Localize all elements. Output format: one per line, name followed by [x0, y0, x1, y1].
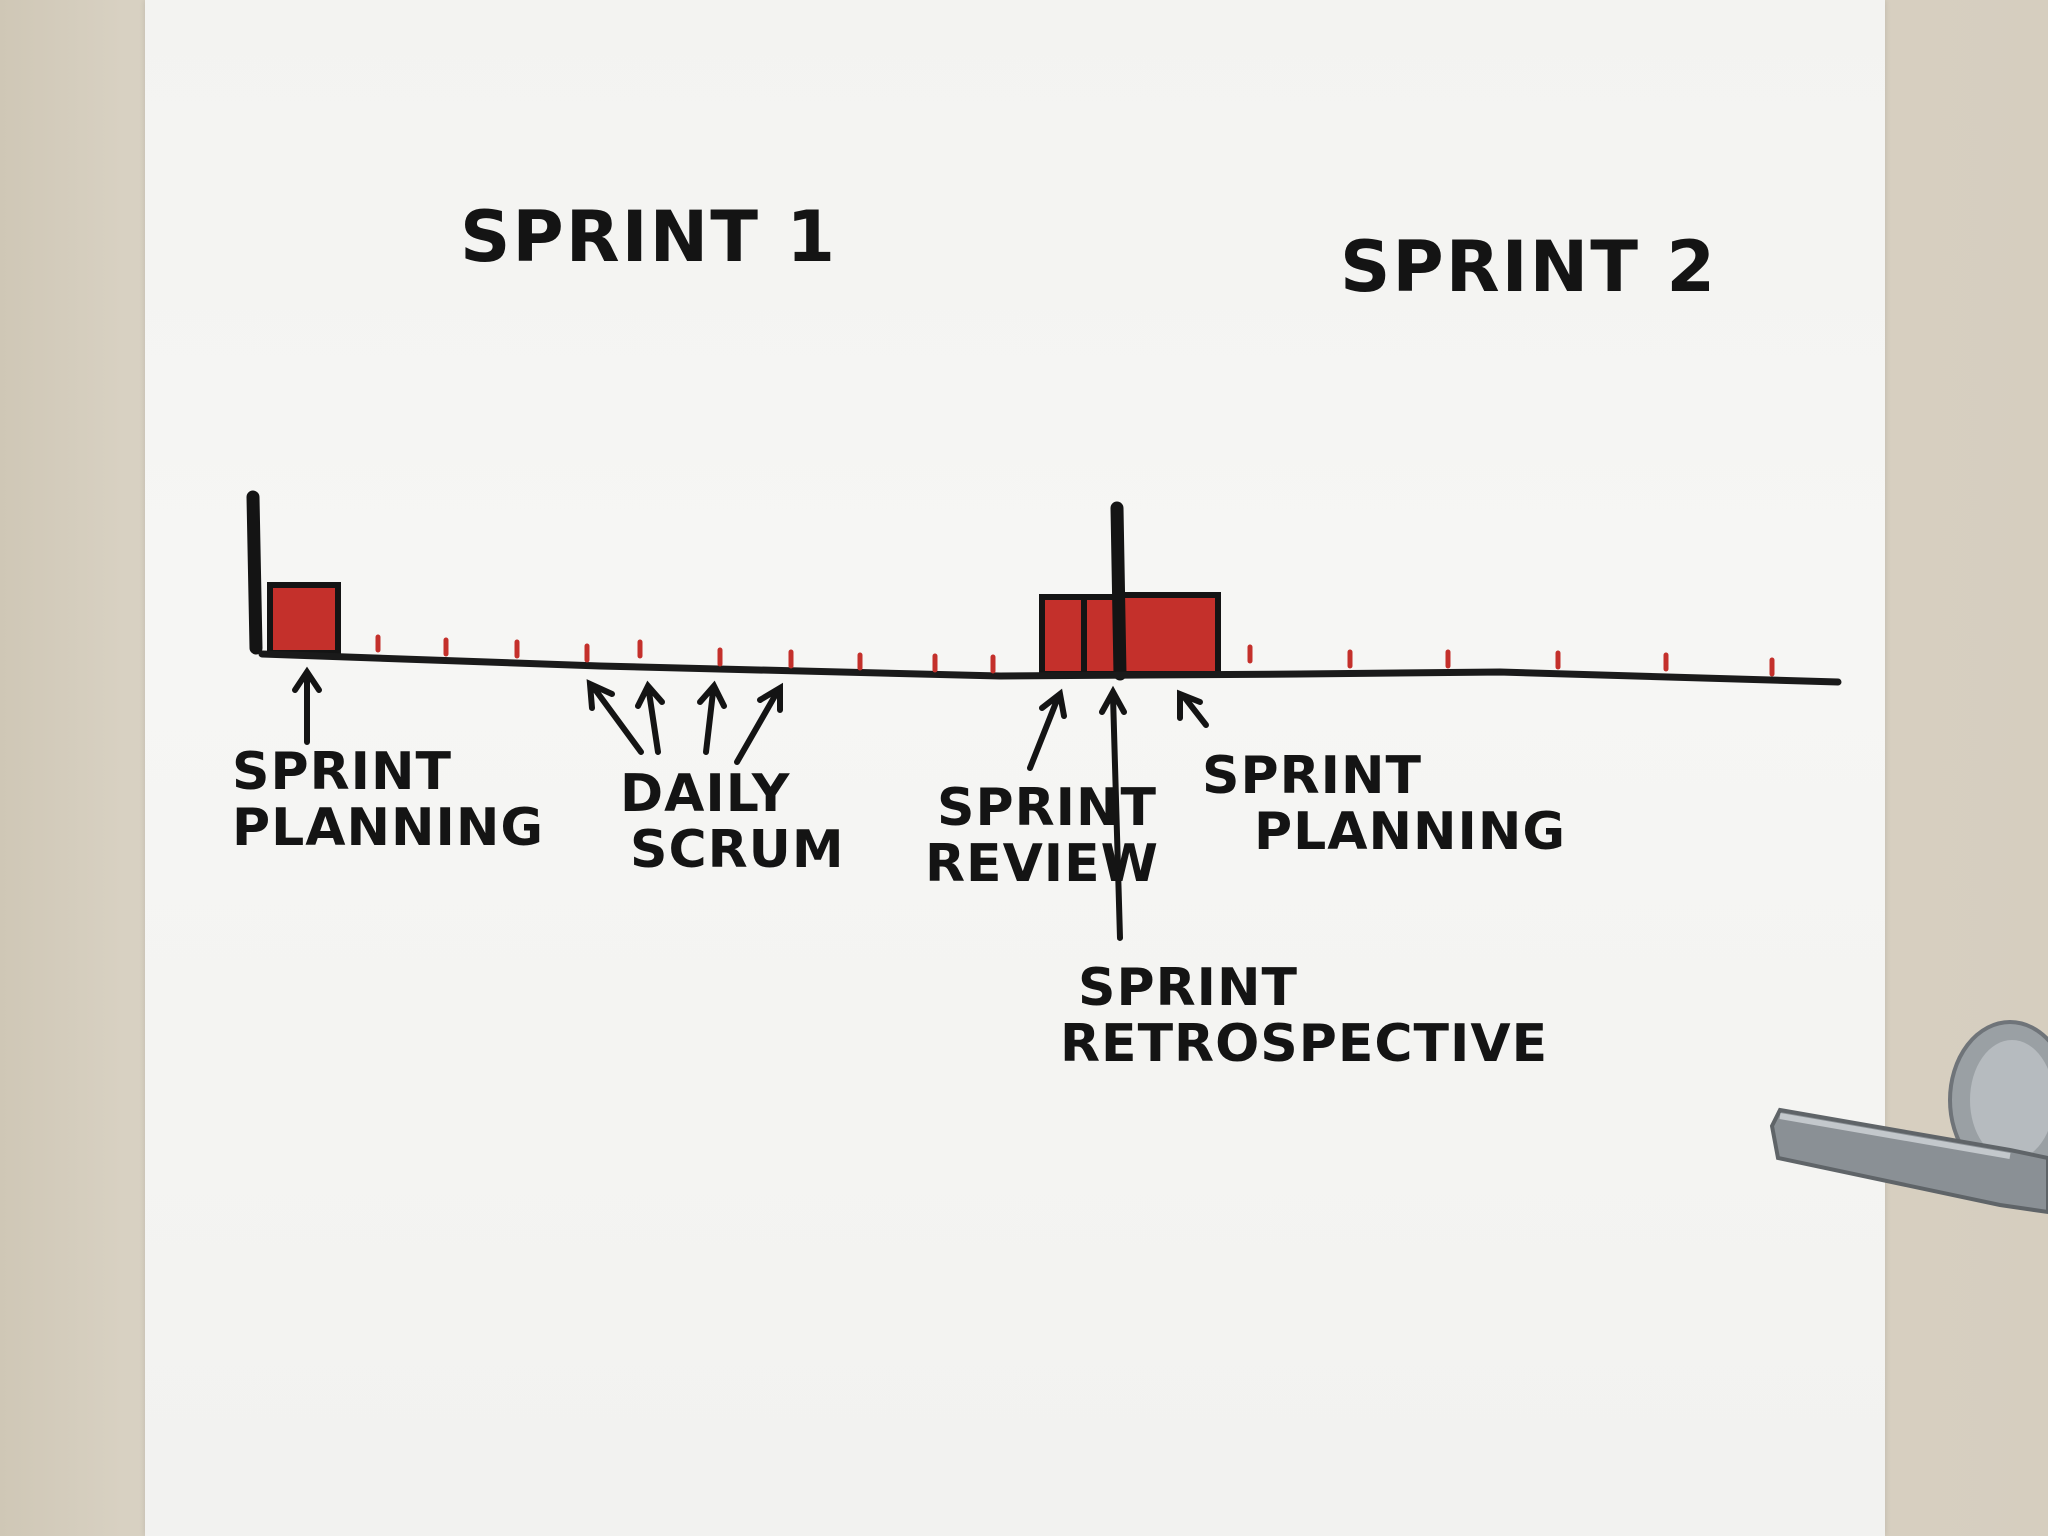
- door-handle: [1769, 1020, 2048, 1215]
- sprint-planning-2-box: [1119, 592, 1221, 677]
- daily-scrum-arrow-1: [586, 679, 644, 755]
- label-line: SPRINT: [1202, 746, 1422, 806]
- label-line: RETROSPECTIVE: [1060, 1014, 1549, 1075]
- label-line: PLANNING: [1254, 802, 1567, 863]
- sprint-planning-1-label: SPRINT PLANNING: [232, 744, 544, 856]
- sprint-retrospective-label: SPRINT RETROSPECTIVE: [1060, 960, 1548, 1072]
- label-line: SCRUM: [630, 820, 845, 881]
- sprint-planning-2-label: SPRINT PLANNING: [1202, 748, 1566, 860]
- sprint-planning-2-arrow: [1177, 689, 1209, 728]
- sprint-planning-1-arrow: [292, 666, 322, 745]
- sprint-retrospective-arrow: [1099, 685, 1127, 941]
- timeline-axis: [258, 650, 1842, 686]
- sprint-2-title: SPRINT 2: [1340, 226, 1718, 308]
- sprint-2-start-post: [1110, 501, 1127, 681]
- sprint-1-start-post: [246, 490, 263, 655]
- sprint-review-box: [1039, 594, 1087, 677]
- sprint-planning-1-box: [267, 582, 341, 656]
- label-line: PLANNING: [232, 798, 545, 859]
- daily-scrum-label: DAILY SCRUM: [620, 766, 845, 878]
- flipchart-paper: [145, 0, 1885, 1536]
- daily-scrum-arrow-3: [697, 680, 727, 755]
- day-ticks: [375, 634, 1775, 677]
- label-line: DAILY: [620, 764, 791, 824]
- sprint-1-title: SPRINT 1: [460, 196, 838, 278]
- label-line: SPRINT: [232, 742, 452, 802]
- daily-scrum-arrow-4: [734, 682, 783, 765]
- sprint-review-label: SPRINT REVIEW: [925, 780, 1159, 892]
- label-line: SPRINT: [937, 778, 1157, 838]
- sprint-review-arrow: [1027, 688, 1067, 771]
- label-line: REVIEW: [925, 834, 1160, 895]
- daily-scrum-arrow-2: [635, 680, 665, 755]
- label-line: SPRINT: [1078, 958, 1298, 1018]
